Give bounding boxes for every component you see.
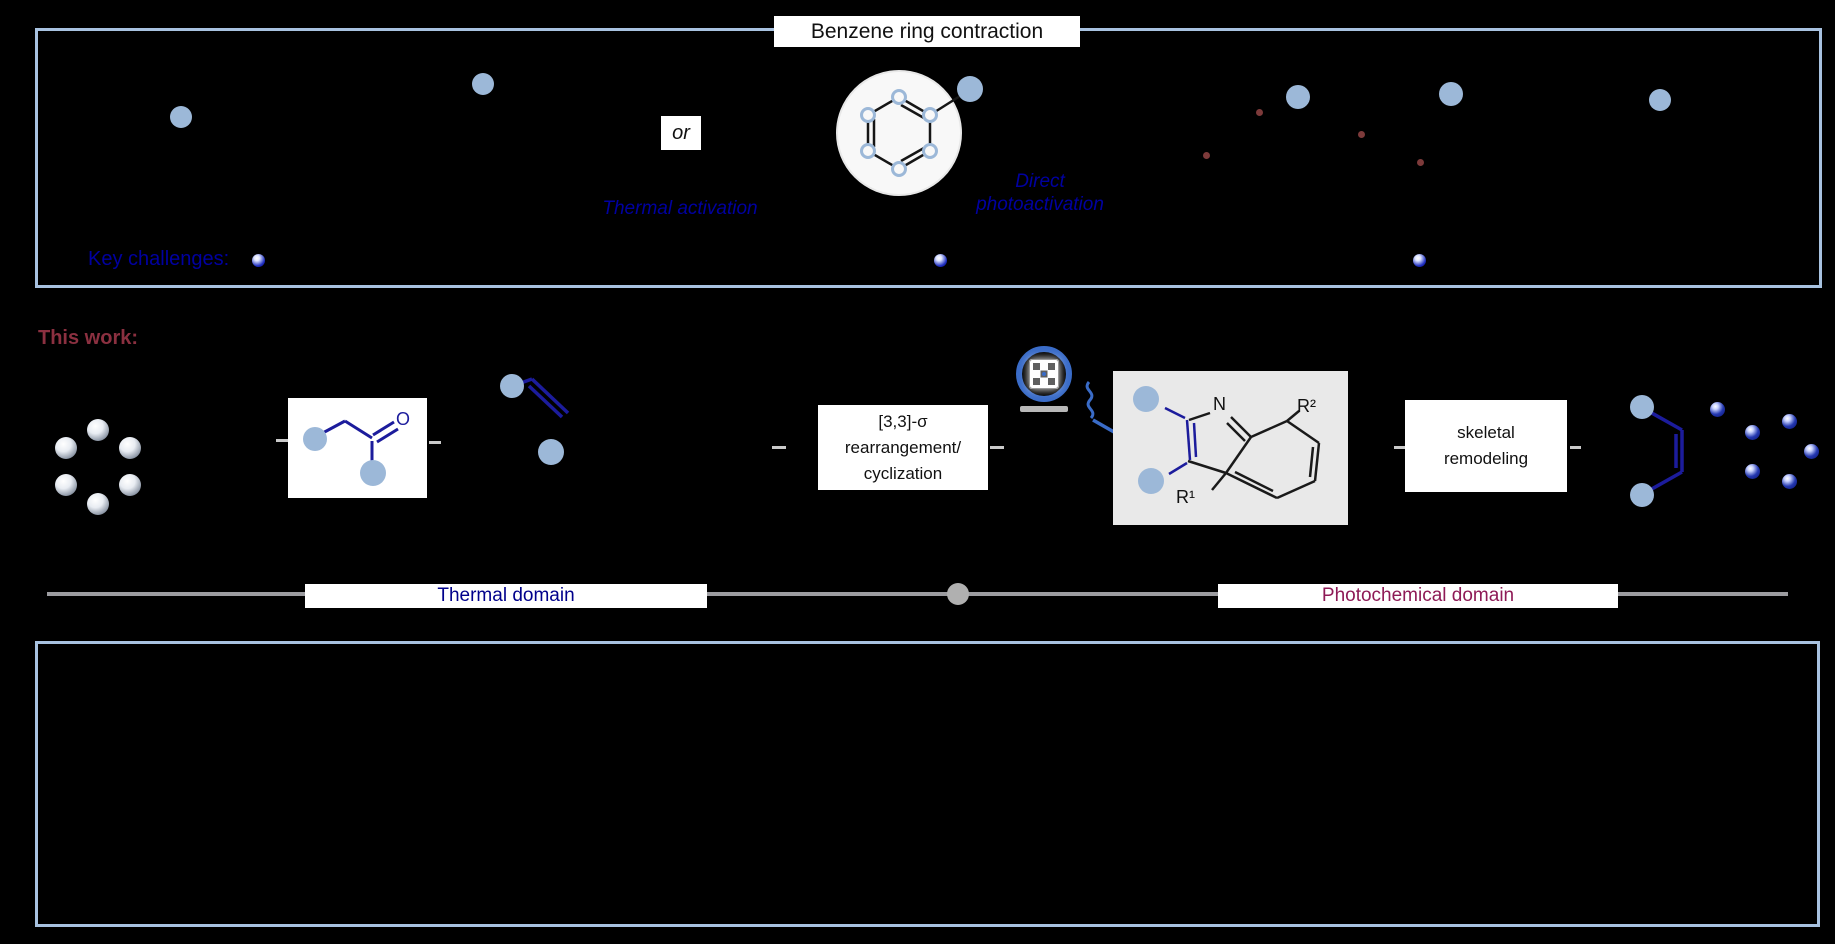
top-panel-title-box: Benzene ring contraction: [774, 16, 1080, 47]
r2-substituent-label: R²: [1297, 396, 1316, 416]
atom-sphere: [1745, 464, 1760, 479]
methyl-atom-dot: [957, 76, 983, 102]
skeletal-remodeling-box: skeletal remodeling: [1405, 400, 1567, 492]
challenge-bullet: [1413, 254, 1426, 267]
atom-sphere: [119, 437, 141, 459]
thermal-domain-label: Thermal domain: [437, 585, 575, 606]
atom-sphere: [1782, 474, 1797, 489]
atom-dot: [472, 73, 494, 95]
rearrangement-line2: rearrangement/: [844, 437, 962, 457]
top-panel-title: Benzene ring contraction: [810, 20, 1044, 43]
atom-sphere: [55, 437, 77, 459]
rearrangement-line3: cyclization: [863, 463, 943, 483]
atom-sphere: [1710, 402, 1725, 417]
atom-dot: [1286, 85, 1310, 109]
atom-dot: [1133, 386, 1159, 412]
atom-dot: [1439, 82, 1463, 106]
arrow-stub: [990, 446, 1004, 449]
atom-sphere: [1782, 414, 1797, 429]
this-work-label: This work:: [38, 327, 139, 349]
direct-photoactivation-line2: photoactivation: [976, 194, 1104, 215]
arrow-stub: [1570, 446, 1581, 449]
key-challenges-label: Key challenges:: [88, 248, 230, 270]
atom-sphere: [55, 474, 77, 496]
radical-dot: [1417, 159, 1424, 166]
atom-dot: [1630, 395, 1654, 419]
atom-dot: [1138, 468, 1164, 494]
or-box: or: [661, 116, 701, 150]
photochemical-domain-pill: Photochemical domain: [1218, 584, 1618, 608]
photochemical-domain-label: Photochemical domain: [1321, 585, 1515, 606]
direct-photoactivation-line1: Direct: [1015, 171, 1065, 192]
atom-sphere: [119, 474, 141, 496]
atom-dot: [1649, 89, 1671, 111]
arrow-stub: [1394, 446, 1405, 449]
oxygen-atom-label: O: [396, 409, 411, 429]
arrow-stub: [429, 441, 441, 444]
toluene-molecule-icon: [836, 70, 969, 196]
domain-axis-knob: [947, 583, 969, 605]
challenge-bullet: [934, 254, 947, 267]
indole-structure-icon: [1164, 406, 1321, 500]
domain-axis-line: [47, 592, 1788, 596]
atom-sphere: [87, 419, 109, 441]
or-label: or: [672, 122, 690, 144]
rearrangement-box: [3,3]-σ rearrangement/ cyclization: [818, 405, 988, 490]
lamp-base: [1020, 406, 1068, 412]
direct-photoactivation-label: Direct photoactivation: [950, 170, 1130, 216]
arrow-stub: [772, 446, 786, 449]
challenge-bullet: [252, 254, 265, 267]
skeletal-line1: skeletal: [1457, 423, 1515, 442]
r1-substituent-label: R¹: [1176, 487, 1195, 507]
atom-dot: [360, 460, 386, 486]
diene-product-icon: [1649, 410, 1684, 492]
radical-dot: [1358, 131, 1365, 138]
nitrogen-atom-label: N: [1213, 394, 1226, 414]
skeletal-line2: remodeling: [1443, 449, 1529, 468]
bottom-panel: [35, 641, 1820, 927]
atom-dot: [303, 427, 327, 451]
lamp-chip-icon: [1029, 359, 1059, 389]
atom-sphere: [87, 493, 109, 515]
atom-dot: [500, 374, 524, 398]
uv-lamp-icon: [1016, 346, 1072, 402]
arrow-stub: [276, 439, 288, 442]
thermal-activation-label: Thermal activation: [602, 198, 758, 219]
rearrangement-line1: [3,3]-σ: [878, 411, 928, 431]
atom-dot: [538, 439, 564, 465]
radical-dot: [1256, 109, 1263, 116]
radical-dot: [1203, 152, 1210, 159]
atom-sphere: [1745, 425, 1760, 440]
atom-sphere: [1804, 444, 1819, 459]
atom-dot: [1630, 483, 1654, 507]
atom-dot: [170, 106, 192, 128]
thermal-domain-pill: Thermal domain: [305, 584, 707, 608]
